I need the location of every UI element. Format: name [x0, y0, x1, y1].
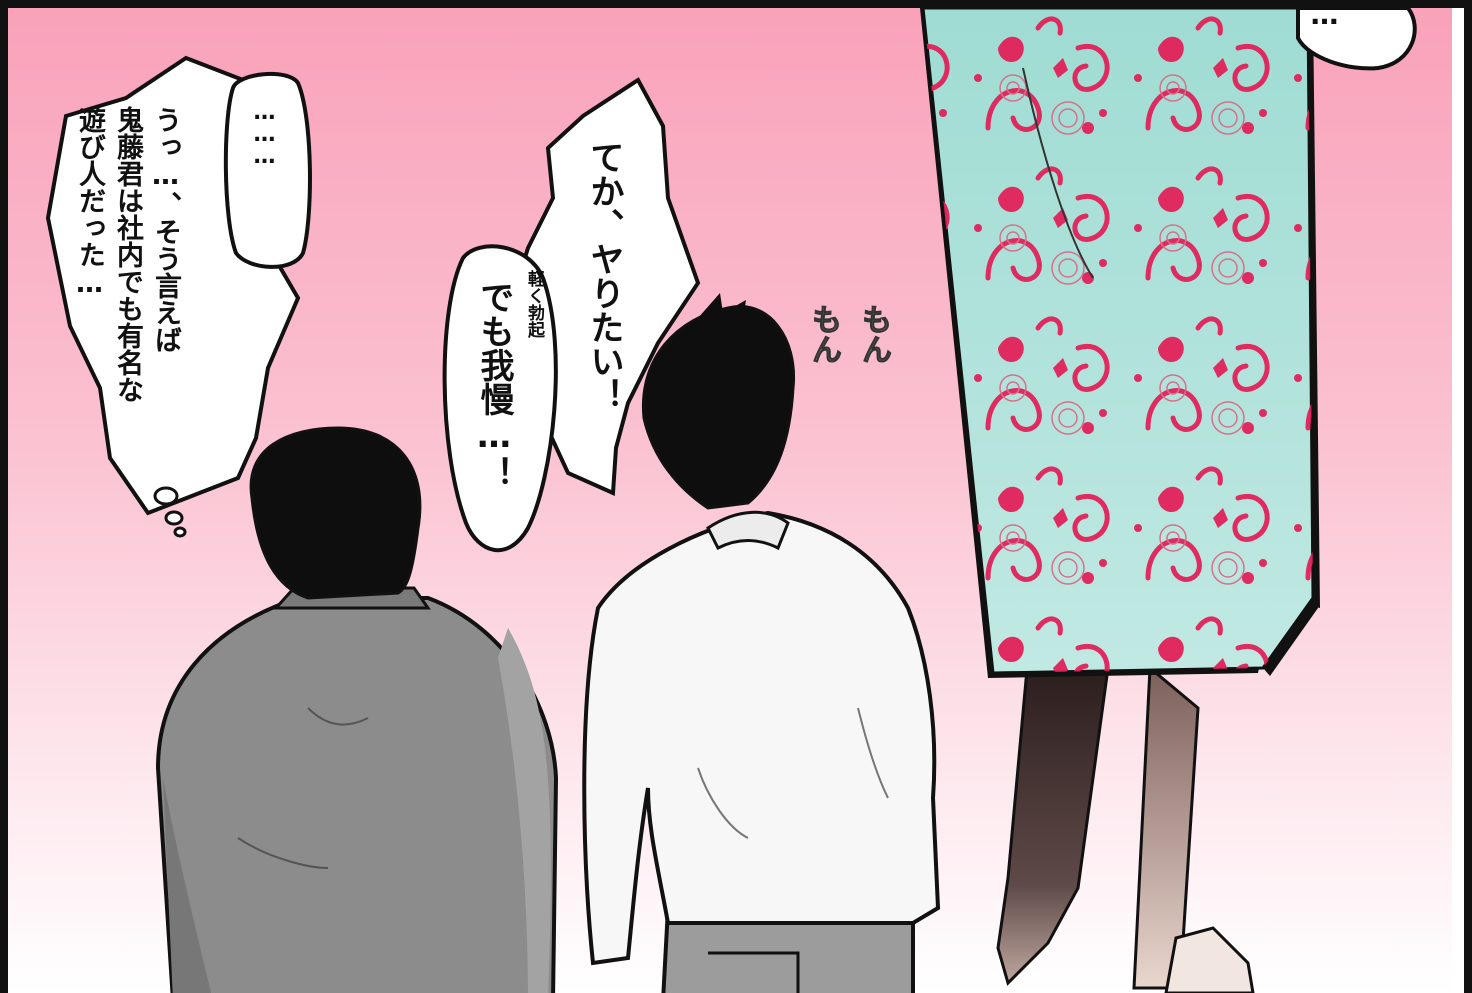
man-gray-sweater	[155, 426, 559, 993]
woman-figure	[920, 8, 1320, 993]
thought-bubble-text: うっ…、そう言えば 鬼藤君は社内でも有名な 遊び人だった…	[74, 106, 181, 403]
panel-artwork	[45, 8, 1417, 993]
top-bubble-text: …	[1308, 0, 1341, 27]
ellipsis-text: ………	[252, 100, 277, 166]
speech-sub-text: でも我慢…！	[474, 280, 514, 490]
speech-small-text: 軽く勃起	[524, 270, 544, 338]
speech-main-text: てか、ヤりたい！	[584, 140, 624, 412]
sound-effect-text: もん もん	[806, 304, 892, 365]
top-speech-bubble-shape	[1296, 8, 1417, 71]
man-white-shirt	[582, 293, 941, 993]
ellipsis-bubble-shape	[223, 71, 312, 269]
speech-bubble-shape	[442, 77, 701, 553]
